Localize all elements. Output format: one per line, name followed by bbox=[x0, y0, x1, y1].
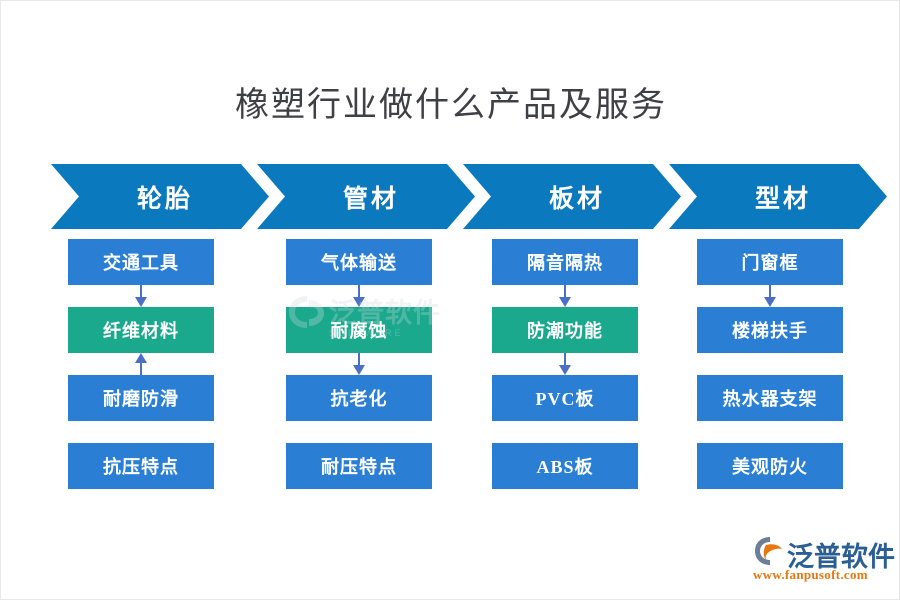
arrow-down-icon bbox=[559, 285, 571, 307]
node-box[interactable]: 抗压特点 bbox=[68, 443, 214, 489]
node-label: 气体输送 bbox=[321, 253, 397, 273]
chevron-header-2[interactable]: 管材 bbox=[257, 164, 475, 229]
node-label: 交通工具 bbox=[103, 253, 179, 273]
arrow-down-icon bbox=[559, 353, 571, 375]
connector-down bbox=[492, 285, 638, 307]
connector-up bbox=[68, 353, 214, 375]
arrow-down-icon bbox=[353, 353, 365, 375]
node-box[interactable]: 耐腐蚀 bbox=[286, 307, 432, 353]
connector-none bbox=[697, 421, 843, 443]
node-label: 抗老化 bbox=[330, 389, 388, 409]
node-box[interactable]: 门窗框 bbox=[697, 239, 843, 285]
connector-none bbox=[492, 421, 638, 443]
chevron-header-1[interactable]: 轮胎 bbox=[51, 164, 269, 229]
arrow-down-icon bbox=[135, 285, 147, 307]
chevron-header-label: 板材 bbox=[548, 185, 605, 213]
node-label: 防潮功能 bbox=[527, 321, 603, 341]
column-3: 隔音隔热防潮功能 PVC板 ABS板 bbox=[492, 239, 638, 489]
node-label: 门窗框 bbox=[741, 253, 799, 273]
connector-down bbox=[697, 285, 843, 307]
connector-down bbox=[492, 353, 638, 375]
node-box[interactable]: 纤维材料 bbox=[68, 307, 214, 353]
page-title: 橡塑行业做什么产品及服务 bbox=[235, 87, 667, 124]
node-box[interactable]: 隔音隔热 bbox=[492, 239, 638, 285]
node-box[interactable]: 交通工具 bbox=[68, 239, 214, 285]
node-label: 抗压特点 bbox=[103, 457, 179, 477]
column-4: 门窗框楼梯扶手热水器支架美观防火 bbox=[697, 239, 843, 489]
node-label: 楼梯扶手 bbox=[732, 321, 808, 341]
node-box[interactable]: 防潮功能 bbox=[492, 307, 638, 353]
node-box[interactable]: 耐压特点 bbox=[286, 443, 432, 489]
chevron-header-row: 轮胎 管材 板材 型材 bbox=[51, 164, 863, 229]
node-label: 隔音隔热 bbox=[527, 253, 603, 273]
node-box[interactable]: ABS板 bbox=[492, 443, 638, 489]
connector-down bbox=[286, 353, 432, 375]
node-box[interactable]: 热水器支架 bbox=[697, 375, 843, 421]
connector-none bbox=[286, 421, 432, 443]
connector-down bbox=[68, 285, 214, 307]
node-label: 耐压特点 bbox=[321, 457, 397, 477]
connector-none bbox=[697, 353, 843, 375]
arrow-down-icon bbox=[353, 285, 365, 307]
brand-url: www.fanpusoft.com bbox=[753, 567, 868, 582]
node-box[interactable]: PVC板 bbox=[492, 375, 638, 421]
connector-down bbox=[286, 285, 432, 307]
node-label: 纤维材料 bbox=[103, 321, 179, 341]
arrow-up-icon bbox=[135, 353, 147, 375]
chevron-header-3[interactable]: 板材 bbox=[463, 164, 681, 229]
column-1: 交通工具纤维材料耐磨防滑抗压特点 bbox=[68, 239, 214, 489]
node-box[interactable]: 美观防火 bbox=[697, 443, 843, 489]
chevron-header-label: 轮胎 bbox=[136, 185, 193, 213]
chevron-header-4[interactable]: 型材 bbox=[669, 164, 887, 229]
node-label: PVC板 bbox=[535, 389, 595, 409]
arrow-down-icon bbox=[764, 285, 776, 307]
node-label: 热水器支架 bbox=[722, 389, 818, 409]
connector-none bbox=[68, 421, 214, 443]
node-label: 美观防火 bbox=[732, 457, 808, 477]
node-label: 耐磨防滑 bbox=[103, 389, 179, 409]
node-label: ABS板 bbox=[536, 457, 594, 477]
node-box[interactable]: 耐磨防滑 bbox=[68, 375, 214, 421]
brand-name: 泛普软件 bbox=[787, 542, 895, 572]
chevron-header-label: 型材 bbox=[754, 185, 811, 213]
brand-logo: 泛普软件 www.fanpusoft.com bbox=[751, 533, 895, 585]
column-2: 气体输送耐腐蚀抗老化耐压特点 bbox=[286, 239, 432, 489]
node-label: 耐腐蚀 bbox=[330, 321, 388, 341]
node-box[interactable]: 楼梯扶手 bbox=[697, 307, 843, 353]
brand-logo-icon bbox=[755, 537, 782, 565]
node-box[interactable]: 气体输送 bbox=[286, 239, 432, 285]
chevron-header-label: 管材 bbox=[342, 185, 399, 213]
node-box[interactable]: 抗老化 bbox=[286, 375, 432, 421]
